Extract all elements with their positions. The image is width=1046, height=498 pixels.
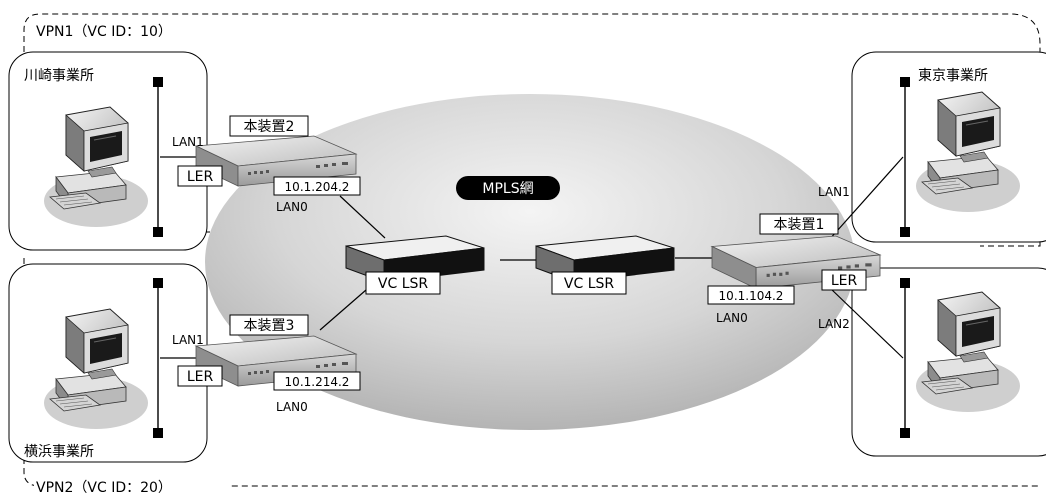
- ler-label-device2: LER: [187, 169, 214, 185]
- mpls-label: MPLS網: [482, 181, 533, 197]
- device3-label: 本装置3: [244, 318, 295, 334]
- site-name-tokyo: 東京事業所: [918, 68, 988, 84]
- vpn1-label: VPN1（VC ID：10）: [36, 24, 172, 40]
- addr-device2-lan0: 10.1.204.2: [285, 180, 350, 194]
- port-lan0-device3: LAN0: [276, 400, 308, 414]
- addr-device3-lan0: 10.1.214.2: [285, 375, 350, 389]
- port-lan1-device3: LAN1: [172, 333, 204, 347]
- port-lan0-device2: LAN0: [276, 200, 308, 214]
- port-lan1-device1: LAN1: [818, 185, 850, 199]
- vc-lsr-label-right: VC LSR: [564, 276, 614, 292]
- device1-label: 本装置1: [774, 217, 825, 233]
- port-lan0-device1: LAN0: [716, 311, 748, 325]
- port-lan2-device1: LAN2: [818, 317, 850, 331]
- device2-label: 本装置2: [244, 119, 295, 135]
- port-lan1-device2: LAN1: [172, 135, 204, 149]
- ler-label-device1: LER: [831, 273, 858, 289]
- site-name-kawasaki: 川崎事業所: [24, 68, 94, 84]
- vpn2-label: VPN2（VC ID：20）: [36, 480, 172, 496]
- vc-lsr-label-left: VC LSR: [378, 276, 428, 292]
- ler-label-device3: LER: [187, 369, 214, 385]
- site-name-yokohama: 横浜事業所: [24, 444, 94, 460]
- addr-device1-lan0: 10.1.104.2: [719, 289, 784, 303]
